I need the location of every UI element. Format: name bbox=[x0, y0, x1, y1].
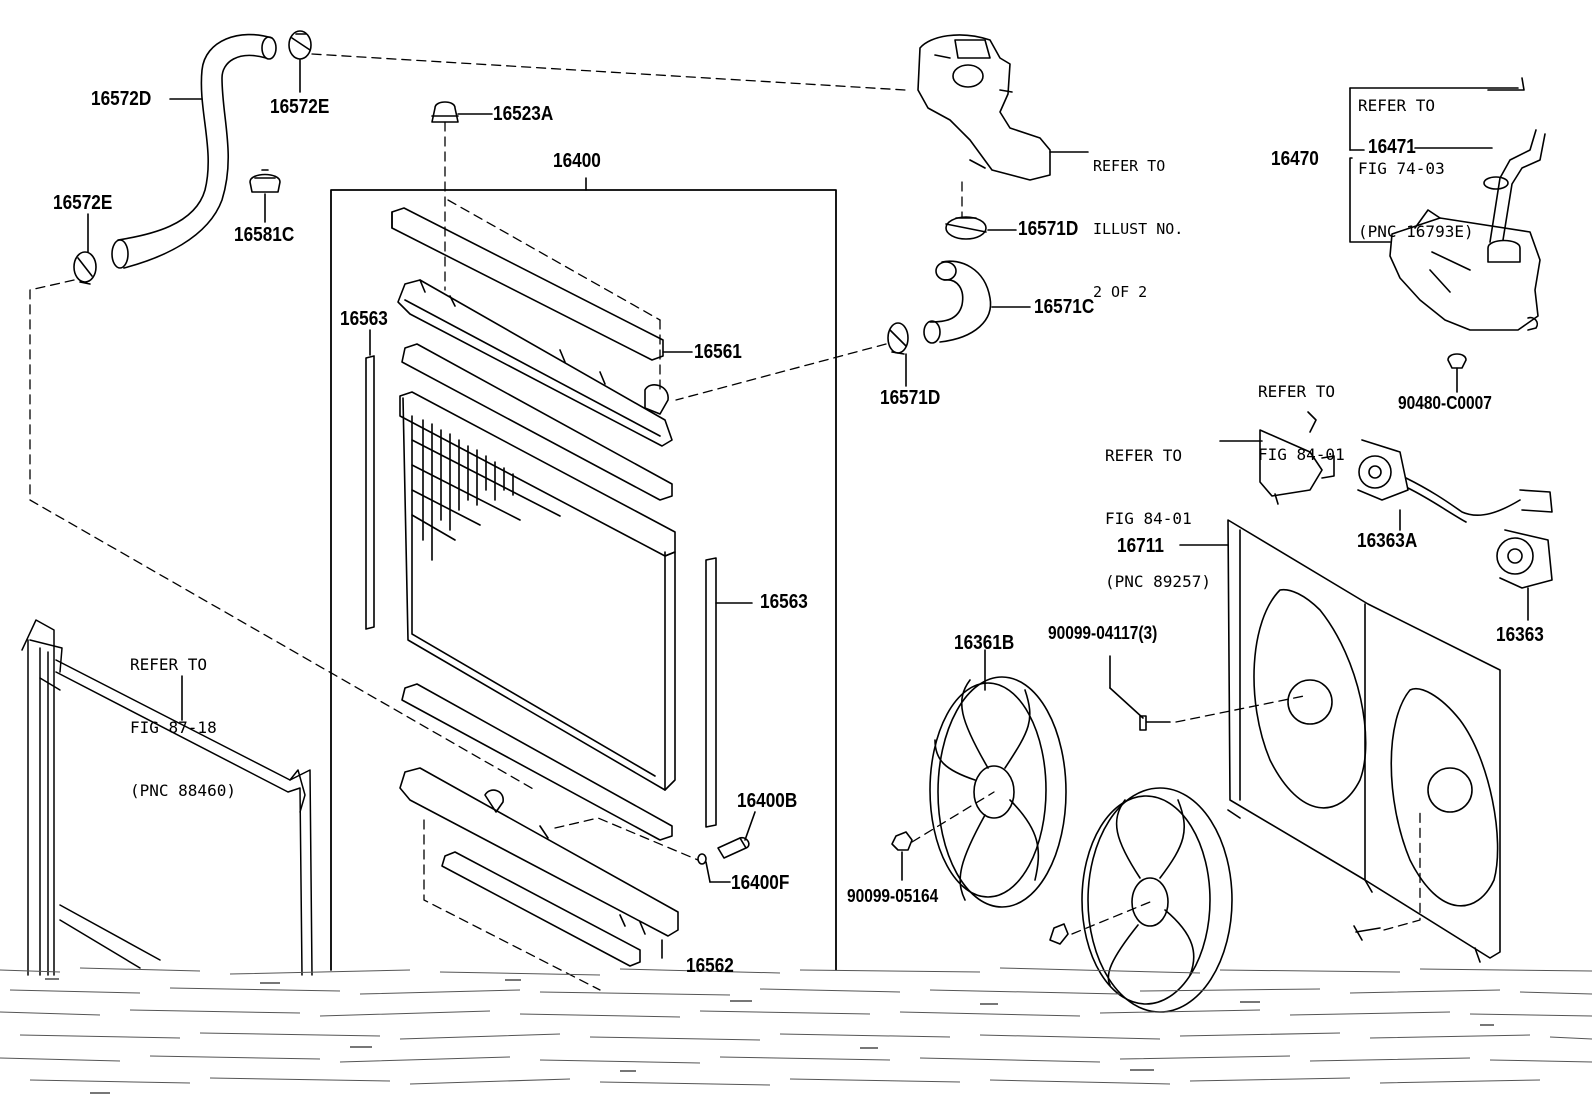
label-16563-left: 16563 bbox=[340, 308, 388, 330]
label-16561: 16561 bbox=[694, 341, 742, 363]
label-16470: 16470 bbox=[1271, 148, 1319, 170]
hose-clamp-16571d-top bbox=[945, 216, 987, 240]
ref-note-fig-74-03: REFER TO FIG 74-03 (PNC 16793E) bbox=[1358, 53, 1474, 263]
ref-line: ILLUST NO. bbox=[1093, 220, 1184, 238]
label-16523a: 16523A bbox=[493, 103, 554, 125]
bolt-90099-04117 bbox=[1139, 715, 1171, 731]
label-16363a: 16363A bbox=[1357, 530, 1418, 552]
fan-16361b bbox=[929, 676, 1067, 908]
ref-line: 2 OF 2 bbox=[1093, 283, 1148, 301]
label-16571d-top: 16571D bbox=[1018, 218, 1079, 240]
seal-16561 bbox=[391, 207, 664, 361]
gasket-lower bbox=[401, 683, 673, 841]
radiator-core bbox=[399, 391, 676, 791]
water-outlet-housing bbox=[917, 34, 1051, 181]
ref-line: FIG 87-18 bbox=[130, 718, 217, 737]
fan-wiring-harness bbox=[1405, 477, 1553, 523]
grommet-90480-c0007 bbox=[1447, 353, 1467, 369]
bracket-16523a bbox=[431, 101, 459, 123]
label-16400: 16400 bbox=[553, 150, 601, 172]
lower-tank bbox=[399, 767, 679, 937]
cap-16581c bbox=[249, 169, 281, 193]
drain-cock-16400b bbox=[717, 836, 750, 859]
label-16400b: 16400B bbox=[737, 790, 798, 812]
dash-bolt-shroud bbox=[1175, 695, 1305, 723]
label-90099-05164: 90099-05164 bbox=[847, 886, 939, 906]
label-16572e-top: 16572E bbox=[270, 96, 330, 118]
label-16571d-lower: 16571D bbox=[880, 387, 941, 409]
dash-bolt3-shroud bbox=[1383, 809, 1421, 931]
lower-hose-16571c bbox=[923, 260, 992, 344]
ref-line: FIG 84-01 bbox=[1258, 445, 1345, 464]
ref-line: REFER TO bbox=[1358, 96, 1436, 115]
fan-relay-box bbox=[1259, 411, 1335, 505]
label-16471: 16471 bbox=[1368, 136, 1416, 158]
hose-clamp-16571d-lower bbox=[887, 322, 909, 355]
fan-motor-16363a bbox=[1357, 439, 1409, 501]
scan-noise-band bbox=[0, 967, 1592, 1086]
dash-nut-fan bbox=[911, 791, 995, 843]
ref-line: REFER TO bbox=[130, 655, 208, 674]
label-16563-right: 16563 bbox=[760, 591, 808, 613]
fan-shroud-16711 bbox=[1227, 519, 1501, 963]
radiator-group-box bbox=[330, 189, 837, 971]
o-ring-16400f bbox=[697, 853, 707, 865]
label-16361b: 16361B bbox=[954, 632, 1015, 654]
upper-tank bbox=[397, 279, 673, 447]
label-16581c: 16581C bbox=[234, 224, 295, 246]
dash-left-clamp-down bbox=[29, 279, 536, 791]
hose-clamp-16572e-left bbox=[73, 251, 97, 285]
dash-hose-to-tank bbox=[675, 343, 887, 401]
side-seal-16563-left bbox=[365, 355, 375, 630]
scan-noise-dots bbox=[45, 978, 1494, 1094]
fan-motor-16363 bbox=[1496, 529, 1553, 589]
ref-line: REFER TO bbox=[1093, 157, 1166, 175]
label-16400f: 16400F bbox=[731, 872, 790, 894]
label-16572d: 16572D bbox=[91, 88, 152, 110]
ref-line: FIG 74-03 bbox=[1358, 159, 1445, 178]
ref-line: REFER TO bbox=[1258, 382, 1336, 401]
dash-tank-left bbox=[447, 199, 661, 321]
reservoir-tank bbox=[1389, 209, 1541, 331]
overflow-hose-16471 bbox=[1483, 129, 1546, 243]
label-16711: 16711 bbox=[1117, 535, 1164, 557]
ref-note-fig-84-01-b: REFER TO FIG 84-01 (PNC 89257) bbox=[1105, 403, 1211, 613]
side-seal-16563-right bbox=[705, 557, 717, 828]
label-16562: 16562 bbox=[686, 955, 734, 977]
ref-note-illust-2of2: REFER TO ILLUST NO. 2 OF 2 bbox=[1093, 114, 1183, 324]
ref-line: FIG 84-01 bbox=[1105, 509, 1192, 528]
ref-note-fig-84-01-a: REFER TO FIG 84-01 bbox=[1258, 339, 1345, 486]
label-16572e-left: 16572E bbox=[53, 192, 113, 214]
upper-hose-16572d bbox=[111, 33, 277, 269]
dash-lower-seal bbox=[423, 819, 601, 991]
nut-90099-05164 bbox=[891, 831, 913, 851]
label-90099-04117: 90099-04117(3) bbox=[1048, 623, 1158, 643]
ref-note-fig-87-18: REFER TO FIG 87-18 (PNC 88460) bbox=[130, 612, 236, 822]
ref-line: (PNC 89257) bbox=[1105, 572, 1211, 591]
bolt-lower-right bbox=[1353, 925, 1381, 941]
ref-line: (PNC 88460) bbox=[130, 781, 236, 800]
label-16363: 16363 bbox=[1496, 624, 1544, 646]
dash-16400f bbox=[554, 817, 699, 861]
bolt-lower-left bbox=[1049, 923, 1069, 945]
hose-clamp-16572e-top bbox=[288, 30, 312, 60]
gasket-upper bbox=[401, 343, 673, 501]
fan-second bbox=[1081, 787, 1233, 1013]
condenser bbox=[21, 619, 313, 976]
label-90480-c0007: 90480-C0007 bbox=[1398, 393, 1492, 413]
ref-line: REFER TO bbox=[1105, 446, 1183, 465]
seal-16562 bbox=[441, 851, 641, 967]
label-16571c: 16571C bbox=[1034, 296, 1095, 318]
ref-line: (PNC 16793E) bbox=[1358, 222, 1474, 241]
dash-clamp-to-housing bbox=[311, 53, 906, 91]
